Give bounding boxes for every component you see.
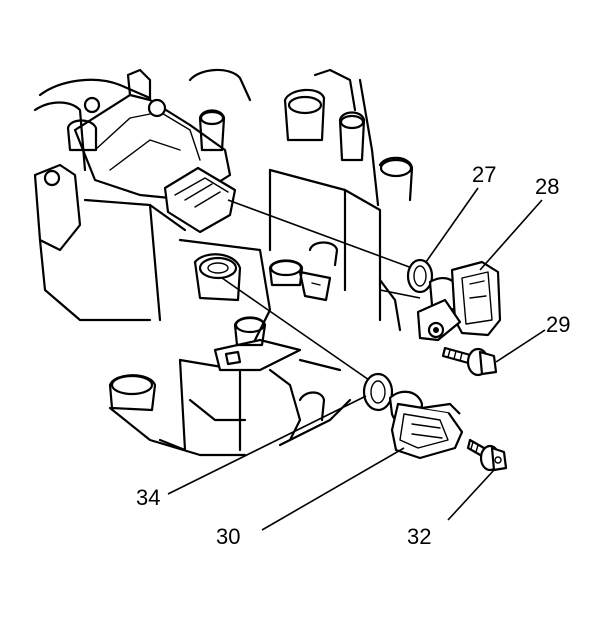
o-ring-upper [406,258,434,294]
o-ring-lower [362,372,394,412]
callout-30: 30 [216,524,240,549]
bolt-upper [441,346,498,377]
callout-34: 34 [136,485,160,510]
callout-27: 27 [472,162,496,187]
upper-sensor-assembly [406,258,502,377]
lower-sensor-assembly [362,372,508,472]
leader-lines [167,187,546,531]
bolt-lower [466,438,508,472]
sensor-lower [388,390,464,460]
callout-labels: 27 28 29 34 30 32 [136,162,570,549]
leader-27 [425,187,479,263]
callout-29: 29 [546,312,570,337]
sensor-upper [416,260,502,342]
leader-29 [495,329,546,363]
alignment-lines [221,199,421,383]
leader-30 [261,447,405,531]
leader-32 [447,469,495,521]
leader-34 [167,395,367,495]
leader-28 [479,199,543,271]
callout-28: 28 [535,174,559,199]
callout-32: 32 [407,524,431,549]
housing-casting [33,68,414,457]
